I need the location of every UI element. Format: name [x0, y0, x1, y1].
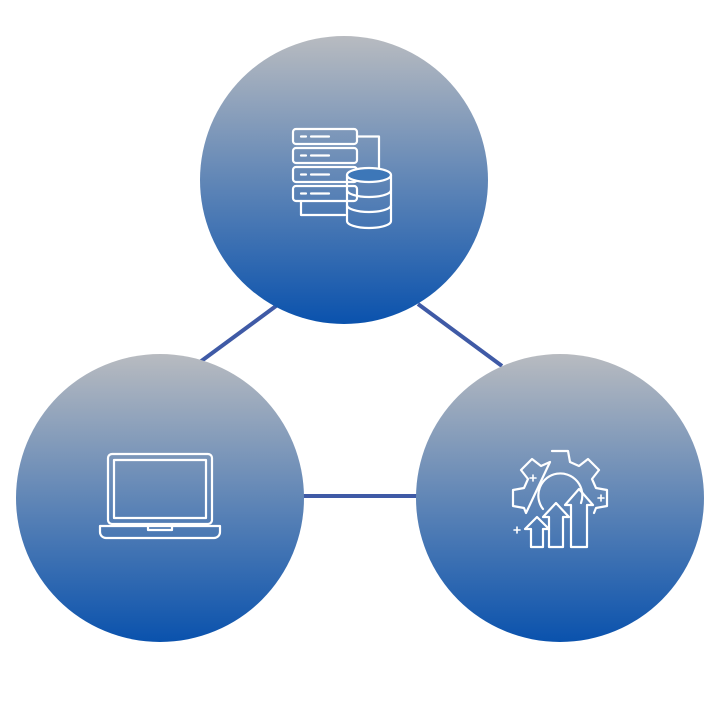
server-database-icon — [291, 127, 393, 230]
connector-top-right — [416, 302, 504, 368]
gear-growth-arrows-icon — [511, 449, 609, 549]
connector-top-left — [198, 304, 278, 364]
node-laptop — [16, 354, 304, 642]
node-server-database — [200, 36, 488, 324]
node-gear-growth — [416, 354, 704, 642]
laptop-icon — [98, 452, 222, 540]
